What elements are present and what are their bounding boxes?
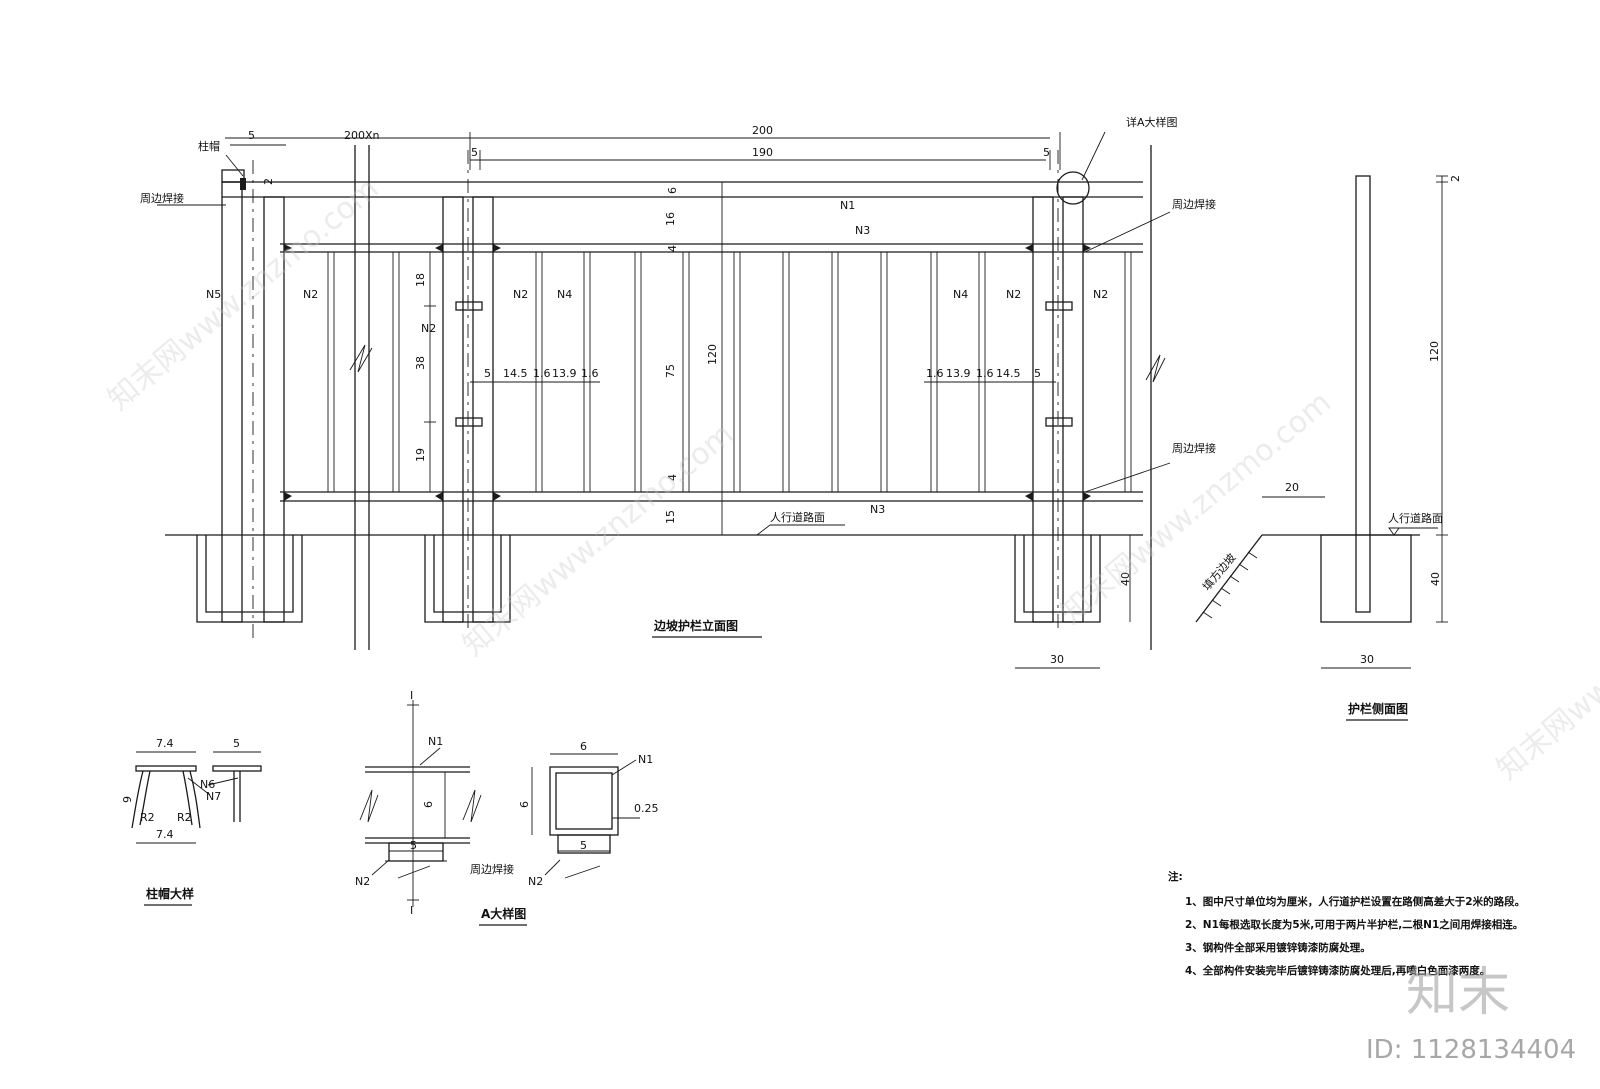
side-view <box>1195 175 1448 669</box>
dim-18: 18 <box>414 273 427 287</box>
dim-right-1-6a: 1.6 <box>926 367 944 380</box>
dim-6-a: 6 <box>422 801 435 808</box>
dim-2-cap: 2 <box>262 178 275 185</box>
dim-5-a: 5 <box>410 839 417 852</box>
label-n2-c: N2 <box>513 288 528 301</box>
section-mark-top: I <box>410 689 413 702</box>
section-mark-bottom: I <box>410 904 413 917</box>
label-r2-left: R2 <box>140 811 155 824</box>
title-elevation: 边坡护栏立面图 <box>653 618 738 633</box>
title-side: 护栏侧面图 <box>1348 701 1408 716</box>
label-n1-a: N1 <box>428 735 443 748</box>
dim-75: 75 <box>664 364 677 378</box>
title-a-detail: A大样图 <box>481 906 526 921</box>
dim-5-right: 5 <box>1043 146 1050 159</box>
dim-2-side: 2 <box>1449 175 1462 182</box>
dim-right-5: 5 <box>1034 367 1041 380</box>
dim-left-1-6b: 1.6 <box>581 367 599 380</box>
dim-19: 19 <box>414 448 427 462</box>
dim-38: 38 <box>414 356 427 370</box>
note-2: 2、N1每根选取长度为5米,可用于两片半护栏,二根N1之间用焊接相连。 <box>1185 918 1523 931</box>
dim-120-side: 120 <box>1428 341 1441 362</box>
note-3: 3、钢构件全部采用镀锌铸漆防腐处理。 <box>1185 941 1371 954</box>
dim-120: 120 <box>706 344 719 365</box>
dim-7-4-top: 7.4 <box>156 737 174 750</box>
dim-200: 200 <box>752 124 773 137</box>
annotations: 柱帽 周边焊接 周边焊接 周边焊接 周边焊接 详A大样图 人行道路面 人行道路面… <box>121 115 1525 977</box>
dim-9-cap: 9 <box>121 796 134 803</box>
dim-7-4-bottom: 7.4 <box>156 828 174 841</box>
label-weld-a: 周边焊接 <box>470 862 514 876</box>
dim-right-14-5: 14.5 <box>996 367 1021 380</box>
label-n3-upper: N3 <box>855 224 870 237</box>
label-weld-lower: 周边焊接 <box>1172 441 1216 455</box>
label-r2-right: R2 <box>177 811 192 824</box>
label-n5: N5 <box>206 288 221 301</box>
dim-190: 190 <box>752 146 773 159</box>
label-n2-e: N2 <box>1093 288 1108 301</box>
dim-left-5: 5 <box>484 367 491 380</box>
label-n2-a-detail: N2 <box>355 875 370 888</box>
dim-5-left: 5 <box>471 146 478 159</box>
dim-200xn: 200Xn <box>344 129 380 142</box>
dim-15: 15 <box>664 510 677 524</box>
watermark-id: ID: 1128134404 <box>1366 1035 1576 1065</box>
dim-6-b-side: 6 <box>518 801 531 808</box>
label-weld-upper: 周边焊接 <box>1172 197 1216 211</box>
watermark-text-1: 知末网www.znzmo.com <box>101 171 385 417</box>
dim-left-1-6a: 1.6 <box>533 367 551 380</box>
label-walkway: 人行道路面 <box>770 510 825 524</box>
title-cap-detail: 柱帽大样 <box>146 886 194 901</box>
dim-20-side: 20 <box>1285 481 1299 494</box>
notes-heading: 注: <box>1168 870 1183 883</box>
dim-0-25: 0.25 <box>634 802 659 815</box>
label-n2-b-detail: N2 <box>528 875 543 888</box>
label-fill-slope: 填方边坡 <box>1199 550 1238 593</box>
label-n2-a: N2 <box>303 288 318 301</box>
label-n6: N6 <box>200 778 215 791</box>
label-n7: N7 <box>206 790 221 803</box>
dim-right-13-9: 13.9 <box>946 367 971 380</box>
cap-detail <box>131 751 262 844</box>
dim-6: 6 <box>666 187 679 194</box>
dim-left-13-9: 13.9 <box>552 367 577 380</box>
watermark-logo: 知末 <box>1406 963 1510 1023</box>
note-4: 4、全部构件安装完毕后镀锌铸漆防腐处理后,再喷白色面漆两度。 <box>1185 964 1490 977</box>
dim-30-elev: 30 <box>1050 653 1064 666</box>
label-weld-left: 周边焊接 <box>140 191 184 205</box>
dim-5-b: 5 <box>580 839 587 852</box>
label-cap: 柱帽 <box>198 139 220 153</box>
label-n3-lower: N3 <box>870 503 885 516</box>
label-n2-d: N2 <box>1006 288 1021 301</box>
note-1: 1、图中尺寸单位均为厘米，人行道护栏设置在路侧高差大于2米的路段。 <box>1185 895 1525 908</box>
label-n4-a: N4 <box>557 288 572 301</box>
dim-40-side: 40 <box>1429 572 1442 586</box>
watermark-text-3: 知末网www.znzmo.com <box>1054 385 1338 631</box>
dim-4-upper: 4 <box>666 245 679 252</box>
dim-right-1-6b: 1.6 <box>976 367 994 380</box>
dim-30-side: 30 <box>1360 653 1374 666</box>
dim-5-top: 5 <box>248 129 255 142</box>
dim-6-b-top: 6 <box>580 740 587 753</box>
dim-40-elev: 40 <box>1119 572 1132 586</box>
balusters <box>327 252 1132 492</box>
label-n1-b: N1 <box>638 753 653 766</box>
label-walkway-side: 人行道路面 <box>1388 511 1443 525</box>
label-n2-b: N2 <box>421 322 436 335</box>
a-detail <box>359 700 640 907</box>
label-detail-a-ref: 详A大样图 <box>1126 115 1178 129</box>
dim-16: 16 <box>664 212 677 226</box>
dim-4-lower: 4 <box>666 474 679 481</box>
dim-left-14-5: 14.5 <box>503 367 528 380</box>
dim-5-cap: 5 <box>233 737 240 750</box>
label-n1-top: N1 <box>840 199 855 212</box>
label-n4-b: N4 <box>953 288 968 301</box>
watermark-text-4: 知末网www.znzmo.com <box>1490 541 1600 787</box>
elevation-view <box>157 131 1171 669</box>
